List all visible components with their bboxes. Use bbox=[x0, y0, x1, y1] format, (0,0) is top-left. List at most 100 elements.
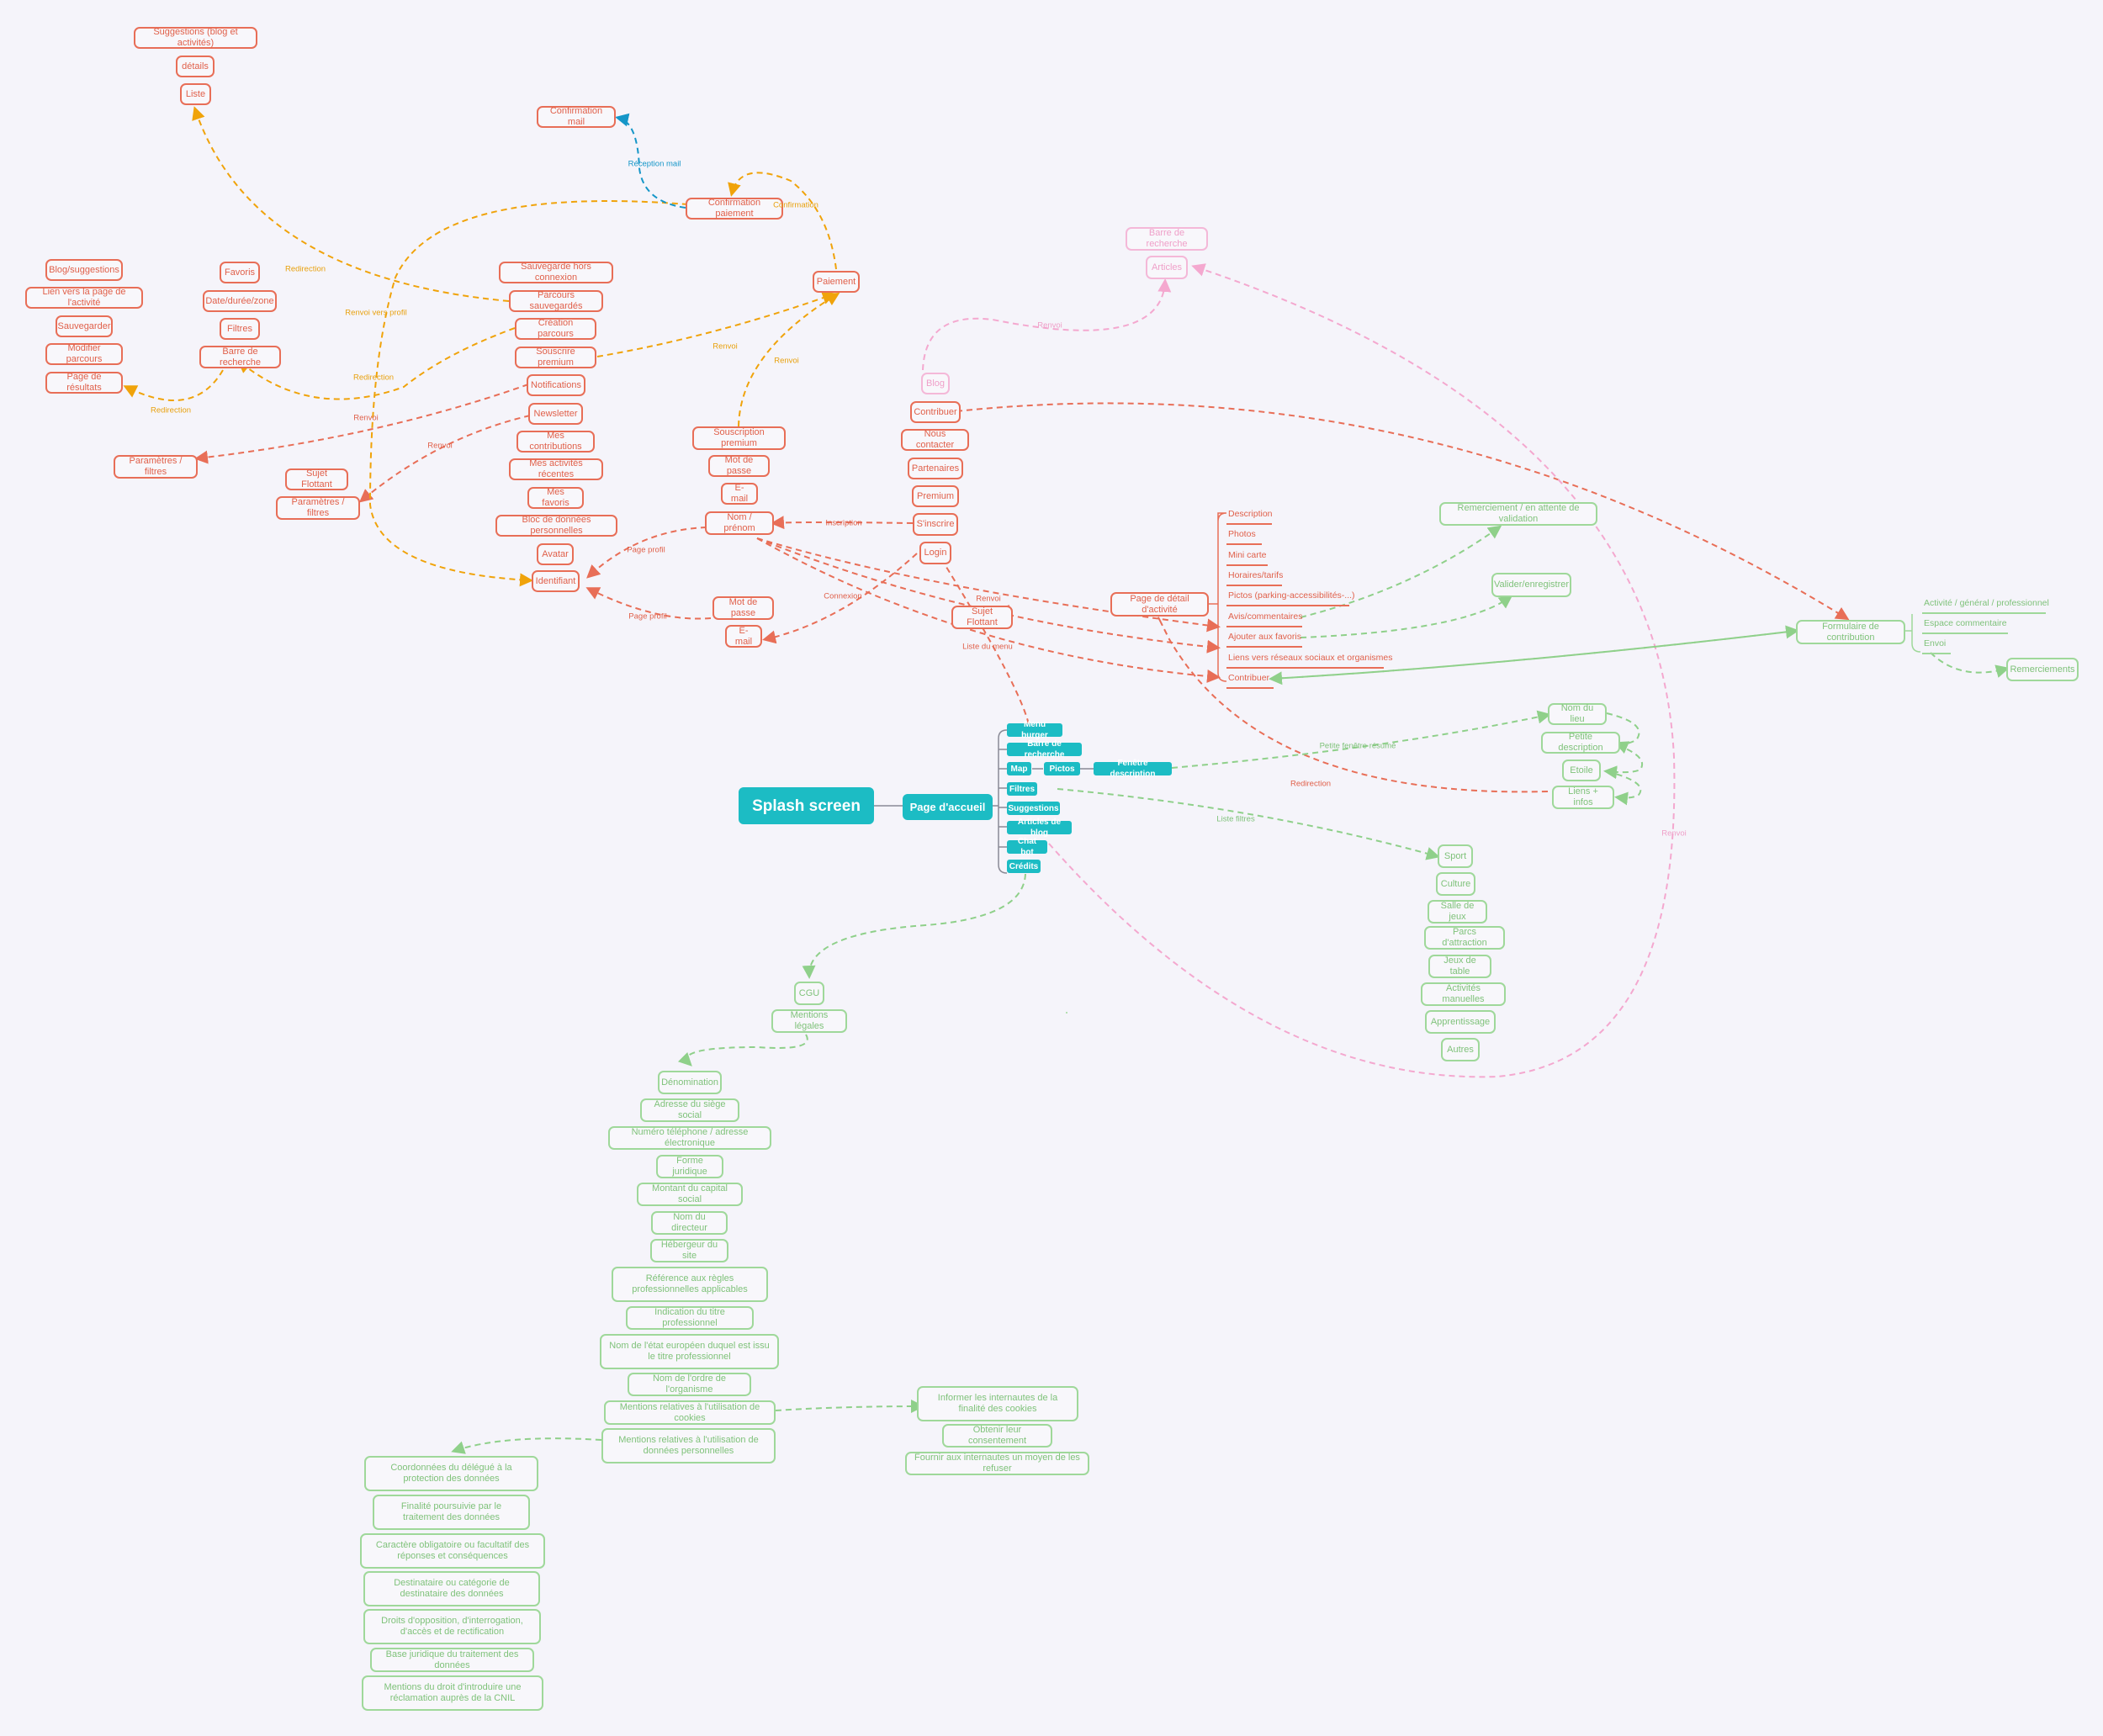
donnees-finalite[interactable]: Finalité poursuivie par le traitement de… bbox=[373, 1495, 530, 1530]
detail-ajouter-favoris[interactable]: Ajouter aux favoris bbox=[1226, 632, 1302, 648]
detail-description[interactable]: Description bbox=[1226, 509, 1273, 525]
contrib-activite-general[interactable]: Activité / général / professionnel bbox=[1922, 598, 2049, 614]
contrib-envoi[interactable]: Envoi bbox=[1922, 638, 1951, 654]
email-1-node[interactable]: E-mail bbox=[721, 483, 758, 505]
parcours-sauvegardes-node[interactable]: Parcours sauvegardés bbox=[509, 290, 603, 312]
remerciement-attente-node[interactable]: Remerciement / en attente de validation bbox=[1439, 502, 1597, 526]
email-2-node[interactable]: E-mail bbox=[725, 625, 762, 648]
formulaire-contribution-node[interactable]: Formulaire de contribution bbox=[1796, 620, 1905, 644]
articles-pink-node[interactable]: Articles bbox=[1146, 256, 1188, 279]
suggestions-node[interactable]: Suggestions bbox=[1007, 802, 1060, 815]
map-node[interactable]: Map bbox=[1007, 762, 1031, 775]
legal-denomination[interactable]: Dénomination bbox=[658, 1071, 722, 1094]
cat-culture-node[interactable]: Culture bbox=[1436, 872, 1475, 896]
sauvegarder-node[interactable]: Sauvegarder bbox=[56, 315, 113, 337]
sauvegarde-hors-connexion-node[interactable]: Sauvegarde hors connexion bbox=[499, 262, 613, 283]
identifiant-node[interactable]: Identifiant bbox=[532, 570, 580, 592]
details-node[interactable]: détails bbox=[176, 56, 215, 77]
credits-node[interactable]: Crédits bbox=[1007, 860, 1041, 873]
legal-ordre[interactable]: Nom de l'ordre de l'organisme bbox=[628, 1373, 751, 1396]
chat-bot-node[interactable]: Chat bot bbox=[1007, 837, 1047, 857]
confirmation-paiement-node[interactable]: Confirmation paiement bbox=[686, 198, 783, 220]
detail-avis[interactable]: Avis/commentaires bbox=[1226, 611, 1303, 627]
donnees-delegue[interactable]: Coordonnées du délégué à la protection d… bbox=[364, 1456, 538, 1491]
sujet-flottant-node[interactable]: Sujet Flottant bbox=[951, 606, 1013, 629]
page-accueil-node[interactable]: Page d'accueil bbox=[903, 794, 993, 820]
suggestions-blog-node[interactable]: Suggestions (blog et activités) bbox=[134, 27, 257, 49]
fenetre-description-node[interactable]: Fenêtre description bbox=[1094, 759, 1172, 779]
donnees-destinataire[interactable]: Destinataire ou catégorie de destinatair… bbox=[363, 1571, 540, 1606]
legal-titre-pro[interactable]: Indication du titre professionnel bbox=[626, 1306, 754, 1330]
premium-node[interactable]: Premium bbox=[912, 485, 959, 507]
mes-contributions-node[interactable]: Mes contributions bbox=[516, 431, 595, 453]
detail-horaires[interactable]: Horaires/tarifs bbox=[1226, 570, 1283, 586]
page-detail-activite-node[interactable]: Page de détail d'activité bbox=[1110, 592, 1209, 617]
nous-contacter-node[interactable]: Nous contacter bbox=[901, 429, 969, 451]
avatar-node[interactable]: Avatar bbox=[537, 543, 574, 565]
barre-recherche-pink-node[interactable]: Barre de recherche bbox=[1126, 227, 1208, 251]
s-inscrire-node[interactable]: S'inscrire bbox=[913, 513, 958, 536]
cat-autres-node[interactable]: Autres bbox=[1441, 1038, 1480, 1061]
legal-capital[interactable]: Montant du capital social bbox=[637, 1183, 743, 1206]
creation-parcours-node[interactable]: Création parcours bbox=[515, 318, 596, 340]
detail-pictos[interactable]: Pictos (parking-accessibilités-...) bbox=[1226, 590, 1355, 606]
articles-blog-node[interactable]: Articles de blog bbox=[1007, 818, 1072, 838]
confirmation-mail-node[interactable]: Confirmation mail bbox=[537, 106, 616, 128]
page-resultats-node[interactable]: Page de résultats bbox=[45, 372, 123, 394]
contribuer-menu-node[interactable]: Contribuer bbox=[910, 401, 961, 423]
barre-recherche-left-node[interactable]: Barre de recherche bbox=[199, 346, 281, 368]
liste-node[interactable]: Liste bbox=[180, 83, 211, 105]
cat-apprentissage-node[interactable]: Apprentissage bbox=[1425, 1010, 1496, 1034]
date-duree-zone-node[interactable]: Date/durée/zone bbox=[203, 290, 277, 312]
etoile-node[interactable]: Etoile bbox=[1562, 760, 1601, 781]
parametres-filtres-2-node[interactable]: Paramètres / filtres bbox=[276, 496, 360, 520]
cookies-informer[interactable]: Informer les internautes de la finalité … bbox=[917, 1386, 1078, 1421]
cat-activites-manuelles-node[interactable]: Activités manuelles bbox=[1421, 982, 1506, 1006]
detail-liens-reseaux[interactable]: Liens vers réseaux sociaux et organismes bbox=[1226, 653, 1393, 669]
legal-regles-pro[interactable]: Référence aux règles professionnelles ap… bbox=[612, 1267, 768, 1302]
valider-enregistrer-node[interactable]: Valider/enregistrer bbox=[1491, 573, 1571, 597]
sujet-flottant-left-node[interactable]: Sujet Flottant bbox=[285, 468, 348, 490]
remerciements-node[interactable]: Remerciements bbox=[2006, 658, 2079, 681]
donnees-cnil[interactable]: Mentions du droit d'introduire une récla… bbox=[362, 1675, 543, 1711]
mot-de-passe-2-node[interactable]: Mot de passe bbox=[712, 596, 774, 620]
partenaires-node[interactable]: Partenaires bbox=[908, 458, 963, 479]
bloc-donnees-node[interactable]: Bloc de données personnelles bbox=[495, 515, 617, 537]
mes-favoris-node[interactable]: Mes favoris bbox=[527, 487, 584, 509]
legal-donnees[interactable]: Mentions relatives à l'utilisation de do… bbox=[601, 1428, 776, 1463]
cat-salle-jeux-node[interactable]: Salle de jeux bbox=[1428, 900, 1487, 924]
paiement-node[interactable]: Paiement bbox=[813, 271, 860, 293]
splash-screen-node[interactable]: Splash screen bbox=[739, 787, 874, 824]
filtres-left-node[interactable]: Filtres bbox=[220, 318, 260, 340]
cat-jeux-table-node[interactable]: Jeux de table bbox=[1428, 955, 1491, 978]
legal-etat-europeen[interactable]: Nom de l'état européen duquel est issu l… bbox=[600, 1334, 779, 1369]
barre-recherche-node[interactable]: Barre de recherche bbox=[1007, 739, 1082, 760]
legal-cookies[interactable]: Mentions relatives à l'utilisation de co… bbox=[604, 1400, 776, 1425]
petite-description-node[interactable]: Petite description bbox=[1541, 732, 1620, 754]
souscrire-premium-node[interactable]: Souscrire premium bbox=[515, 347, 596, 368]
detail-photos[interactable]: Photos bbox=[1226, 529, 1262, 545]
cookies-refuser[interactable]: Fournir aux internautes un moyen de les … bbox=[905, 1452, 1089, 1475]
modifier-parcours-node[interactable]: Modifier parcours bbox=[45, 343, 123, 365]
legal-adresse[interactable]: Adresse du siège social bbox=[640, 1098, 739, 1122]
legal-hebergeur[interactable]: Hébergeur du site bbox=[650, 1239, 728, 1262]
cookies-consentement[interactable]: Obtenir leur consentement bbox=[942, 1424, 1052, 1448]
mes-activites-node[interactable]: Mes activités récentes bbox=[509, 458, 603, 480]
legal-telephone[interactable]: Numéro téléphone / adresse électronique bbox=[608, 1126, 771, 1150]
nom-prenom-node[interactable]: Nom / prénom bbox=[705, 511, 774, 535]
menu-burger-node[interactable]: Menu burger bbox=[1007, 720, 1062, 740]
blog-suggestions-node[interactable]: Blog/suggestions bbox=[45, 259, 123, 281]
souscription-premium-node[interactable]: Souscription premium bbox=[692, 426, 786, 450]
favoris-filter-node[interactable]: Favoris bbox=[220, 262, 260, 283]
mentions-legales-node[interactable]: Mentions légales bbox=[771, 1009, 847, 1033]
mot-de-passe-1-node[interactable]: Mot de passe bbox=[708, 455, 770, 477]
donnees-base[interactable]: Base juridique du traitement des données bbox=[370, 1648, 534, 1672]
detail-mini-carte[interactable]: Mini carte bbox=[1226, 550, 1268, 566]
pictos-node[interactable]: Pictos bbox=[1044, 762, 1080, 775]
legal-directeur[interactable]: Nom du directeur bbox=[651, 1211, 728, 1235]
cat-sport-node[interactable]: Sport bbox=[1438, 844, 1473, 868]
donnees-droits[interactable]: Droits d'opposition, d'interrogation, d'… bbox=[363, 1609, 541, 1644]
nom-du-lieu-node[interactable]: Nom du lieu bbox=[1548, 703, 1607, 725]
detail-contribuer[interactable]: Contribuer bbox=[1226, 673, 1274, 689]
notifications-node[interactable]: Notifications bbox=[527, 374, 585, 396]
